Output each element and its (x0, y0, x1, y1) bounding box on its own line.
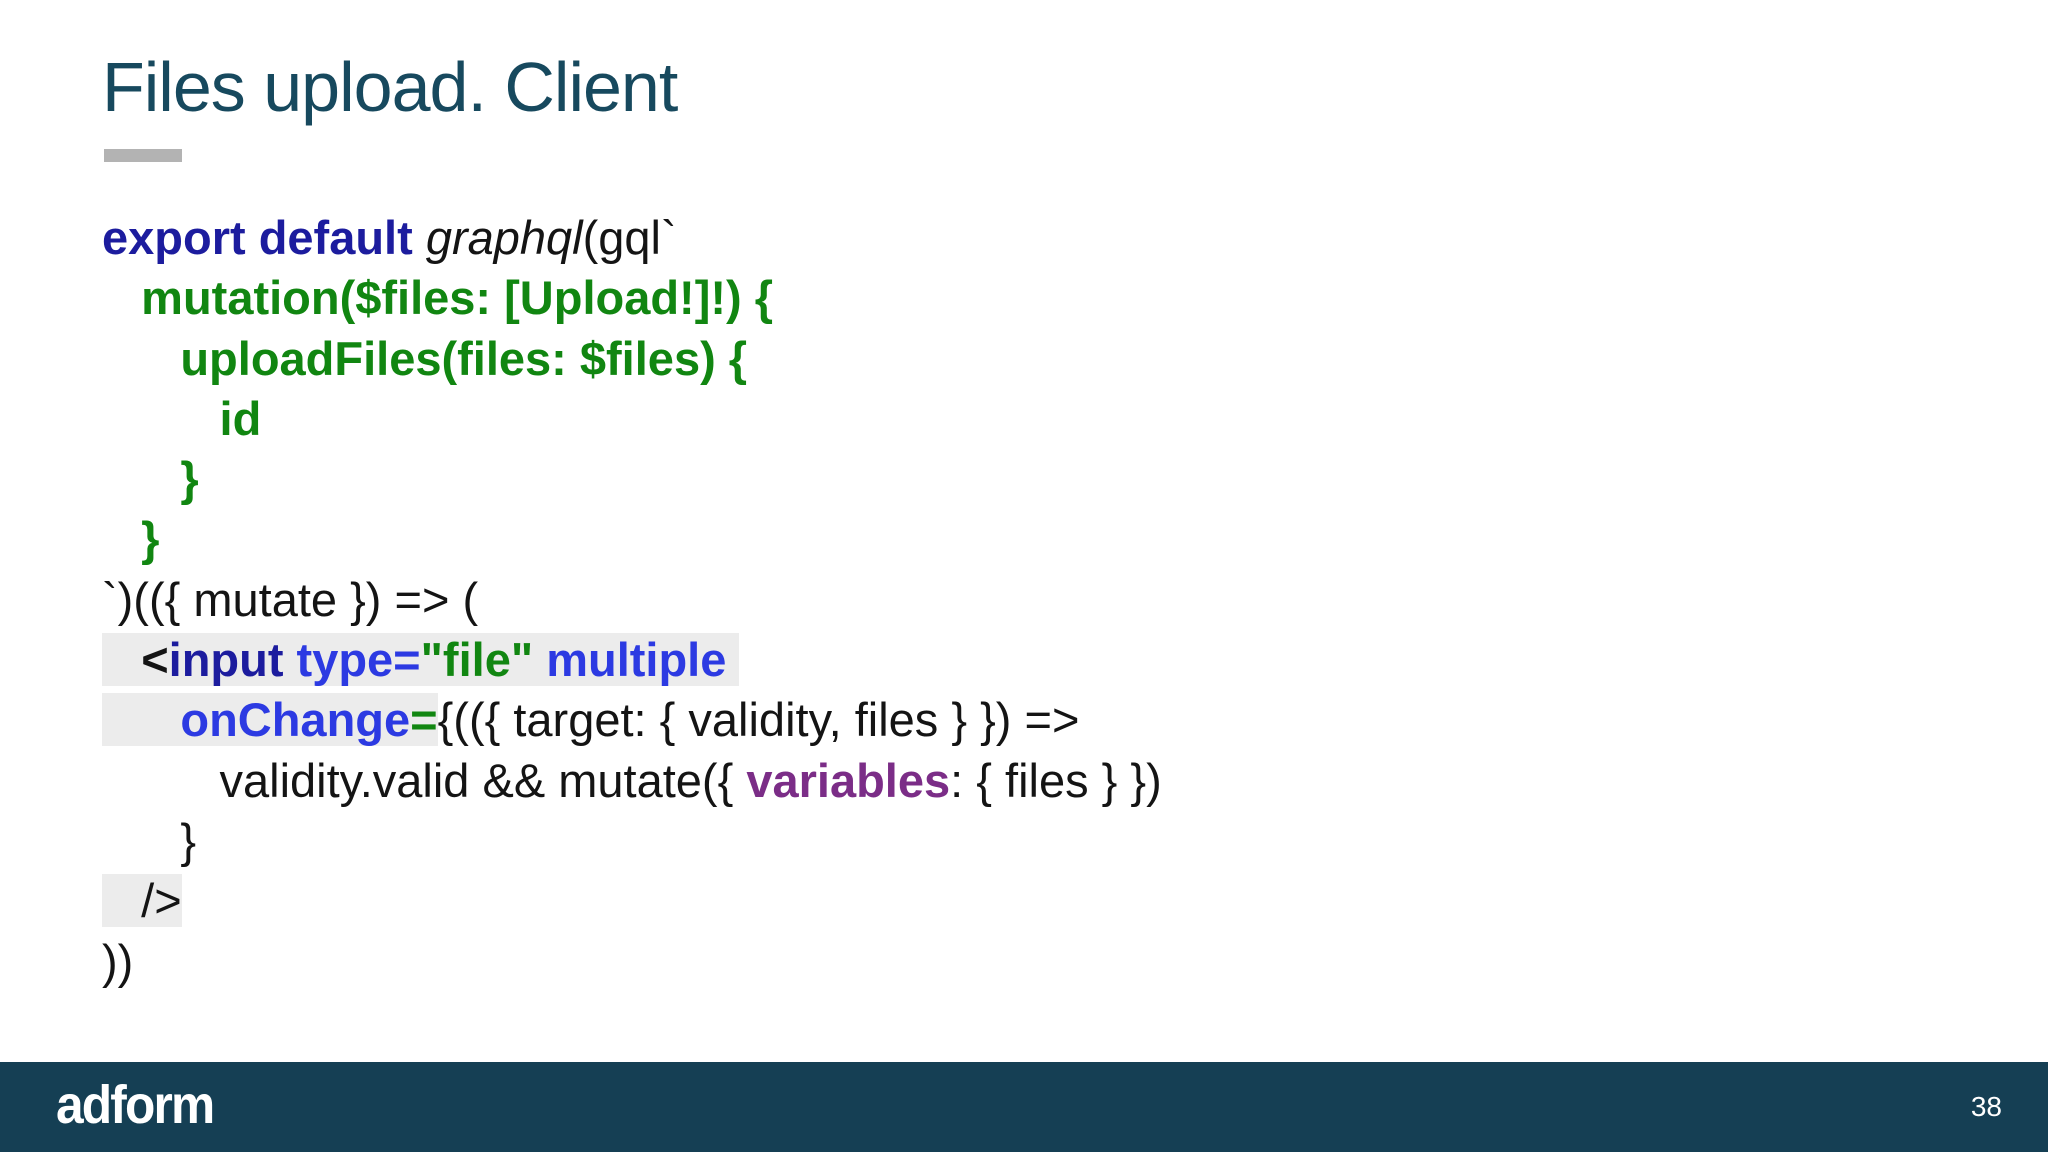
code-line: id (102, 389, 1162, 449)
code-token (413, 211, 426, 264)
code-token: "file" (420, 633, 534, 687)
code-block: export default graphql(gql` mutation($fi… (102, 208, 1162, 992)
code-line: mutation($files: [Upload!]!) { (102, 268, 1162, 328)
code-token: : { files } }) (950, 753, 1162, 807)
code-line: /> (102, 871, 1162, 931)
code-line: } (102, 449, 1162, 509)
title-underline (104, 149, 182, 162)
code-token: input (168, 633, 284, 687)
code-token: export default (102, 211, 413, 264)
code-line: <input type="file" multiple (102, 630, 1162, 690)
code-token: (gql` (582, 211, 677, 264)
code-token: graphql (425, 211, 583, 264)
code-token: onChange (180, 693, 411, 747)
code-line: onChange={(({ target: { validity, files … (102, 690, 1162, 750)
code-line: validity.valid && mutate({ variables: { … (102, 751, 1162, 811)
code-token (283, 633, 297, 687)
code-token: `)(({ mutate }) => ( (102, 572, 479, 626)
code-line: export default graphql(gql` (102, 208, 1162, 268)
code-token: uploadFiles(files: $files) { (102, 331, 748, 385)
code-token: type= (296, 633, 421, 687)
code-token: )) (102, 934, 134, 988)
code-token (102, 633, 142, 687)
code-token (102, 693, 181, 747)
code-token (533, 633, 547, 687)
page-number: 38 (1970, 1091, 2002, 1122)
code-token: id (102, 391, 262, 445)
code-token: = (410, 693, 438, 747)
code-token: < (141, 633, 169, 687)
code-token: variables (746, 753, 951, 807)
code-token: {(({ target: { validity, files } }) => (437, 693, 1080, 747)
page-title: Files upload. Client (102, 48, 678, 126)
code-line: `)(({ mutate }) => ( (102, 570, 1162, 630)
code-line: } (102, 811, 1162, 871)
code-token: /> (102, 874, 182, 928)
code-line: } (102, 509, 1162, 569)
code-token: multiple (546, 633, 727, 687)
code-line: uploadFiles(files: $files) { (102, 329, 1162, 389)
code-token: mutation($files: [Upload!]!) { (102, 271, 774, 325)
code-line: )) (102, 932, 1162, 992)
adform-logo: adform (56, 1075, 215, 1135)
code-token (726, 633, 740, 687)
code-token: validity.valid && mutate({ (102, 753, 747, 807)
code-token: } (102, 813, 197, 867)
code-token: } (102, 512, 160, 566)
footer-bar: adform 38 (0, 1062, 2048, 1152)
code-token: } (102, 452, 199, 506)
